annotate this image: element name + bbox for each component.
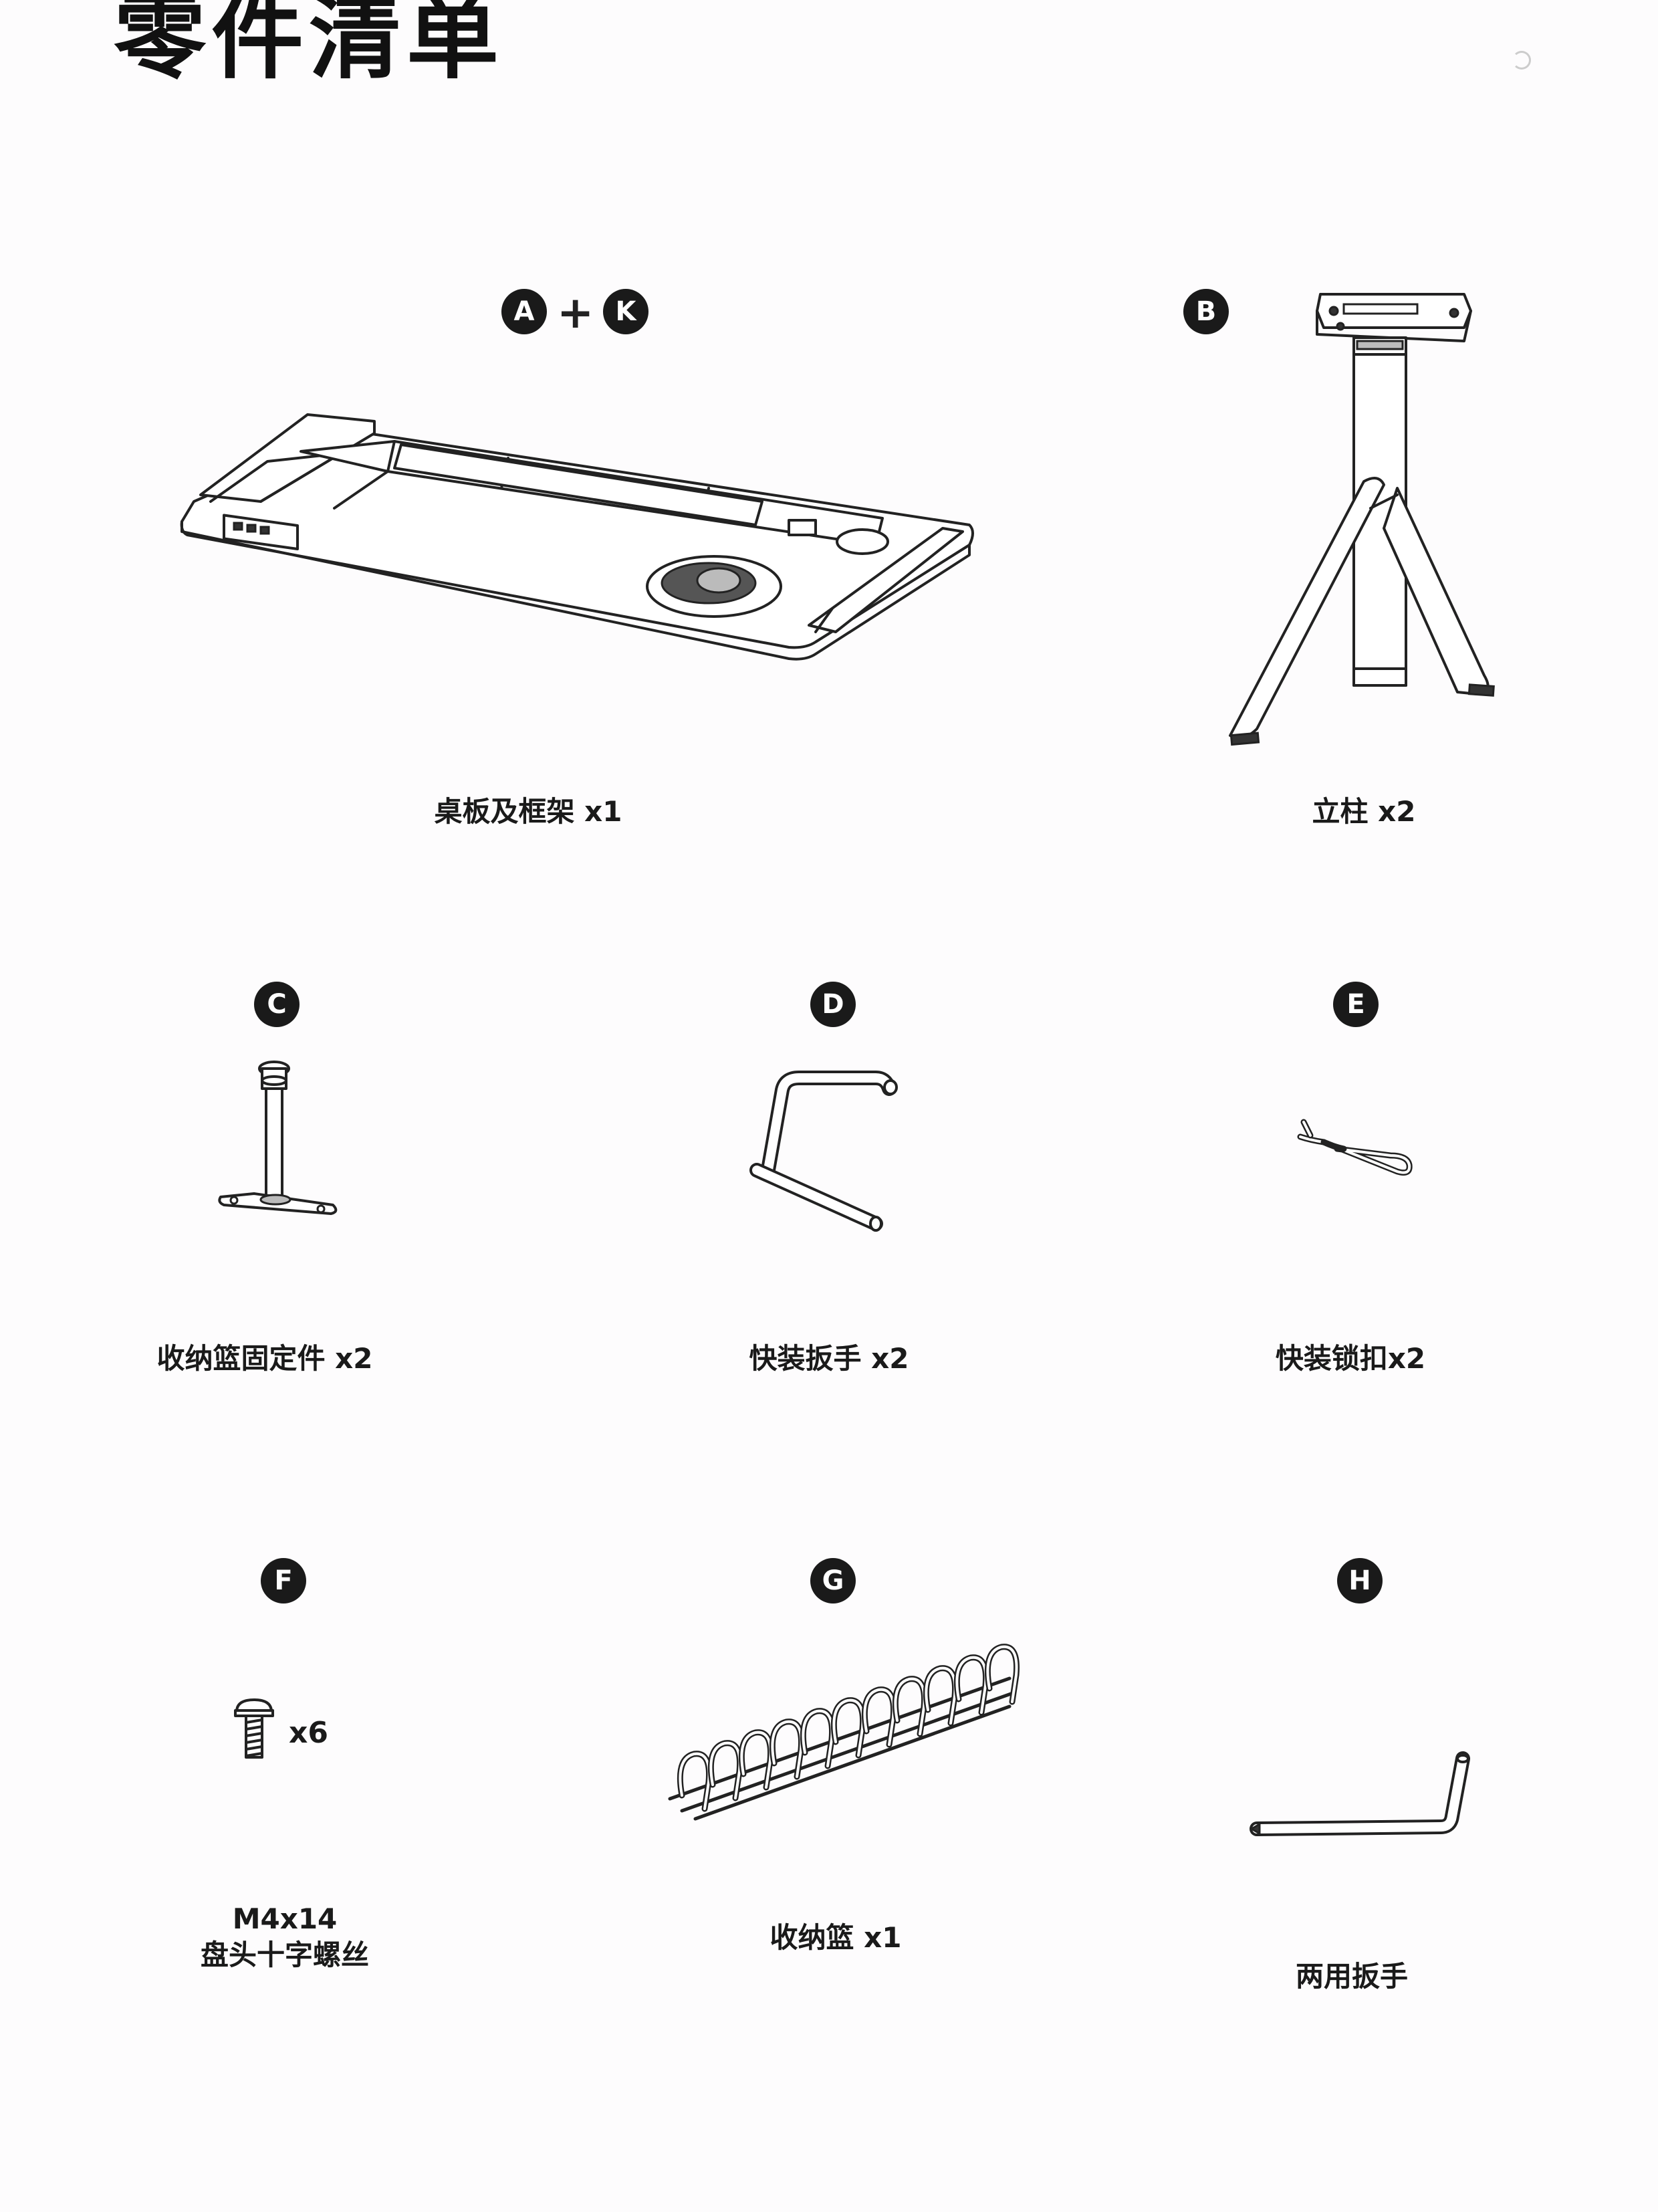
plus-sign: + [557, 287, 594, 338]
part-label-desktop-frame: 桌板及框架 x1 [434, 795, 622, 828]
part-badge-b: B [1183, 289, 1229, 334]
desktop-frame-illustration [174, 401, 976, 669]
part-label-dual-wrench: 两用扳手 [1295, 1960, 1409, 1993]
screw-icon [234, 1698, 274, 1765]
part-badge-f: F [261, 1558, 306, 1603]
part-label-quick-wrench: 快装扳手 x2 [749, 1342, 909, 1375]
part-label-screw-name: 盘头十字螺丝 [200, 1939, 370, 1971]
storage-basket-illustration [662, 1632, 1023, 1832]
part-label-storage-basket: 收纳篮 x1 [769, 1921, 902, 1954]
quick-wrench-illustration [742, 1063, 916, 1237]
page-title: 零件清单 [114, 0, 505, 92]
column-illustration [1203, 274, 1538, 756]
part-label-quick-lock: 快装锁扣x2 [1275, 1342, 1426, 1375]
part-label-basket-fixing: 收纳篮固定件 x2 [156, 1342, 373, 1375]
part-badge-a: A [501, 289, 547, 334]
part-badge-h: H [1337, 1558, 1383, 1603]
part-badge-g: G [810, 1558, 856, 1603]
part-badge-c: C [254, 982, 300, 1027]
screw-quantity: x6 [289, 1716, 328, 1750]
quick-lock-illustration [1297, 1117, 1417, 1190]
loading-indicator-icon [1512, 51, 1531, 70]
allen-wrench-illustration [1250, 1752, 1477, 1846]
basket-fixing-illustration [214, 1057, 348, 1230]
part-label-screw-spec: M4x14 [232, 1902, 338, 1935]
part-badge-k: K [603, 289, 648, 334]
part-badge-d: D [810, 982, 856, 1027]
part-label-column: 立柱 x2 [1312, 795, 1416, 828]
part-badge-e: E [1333, 982, 1379, 1027]
